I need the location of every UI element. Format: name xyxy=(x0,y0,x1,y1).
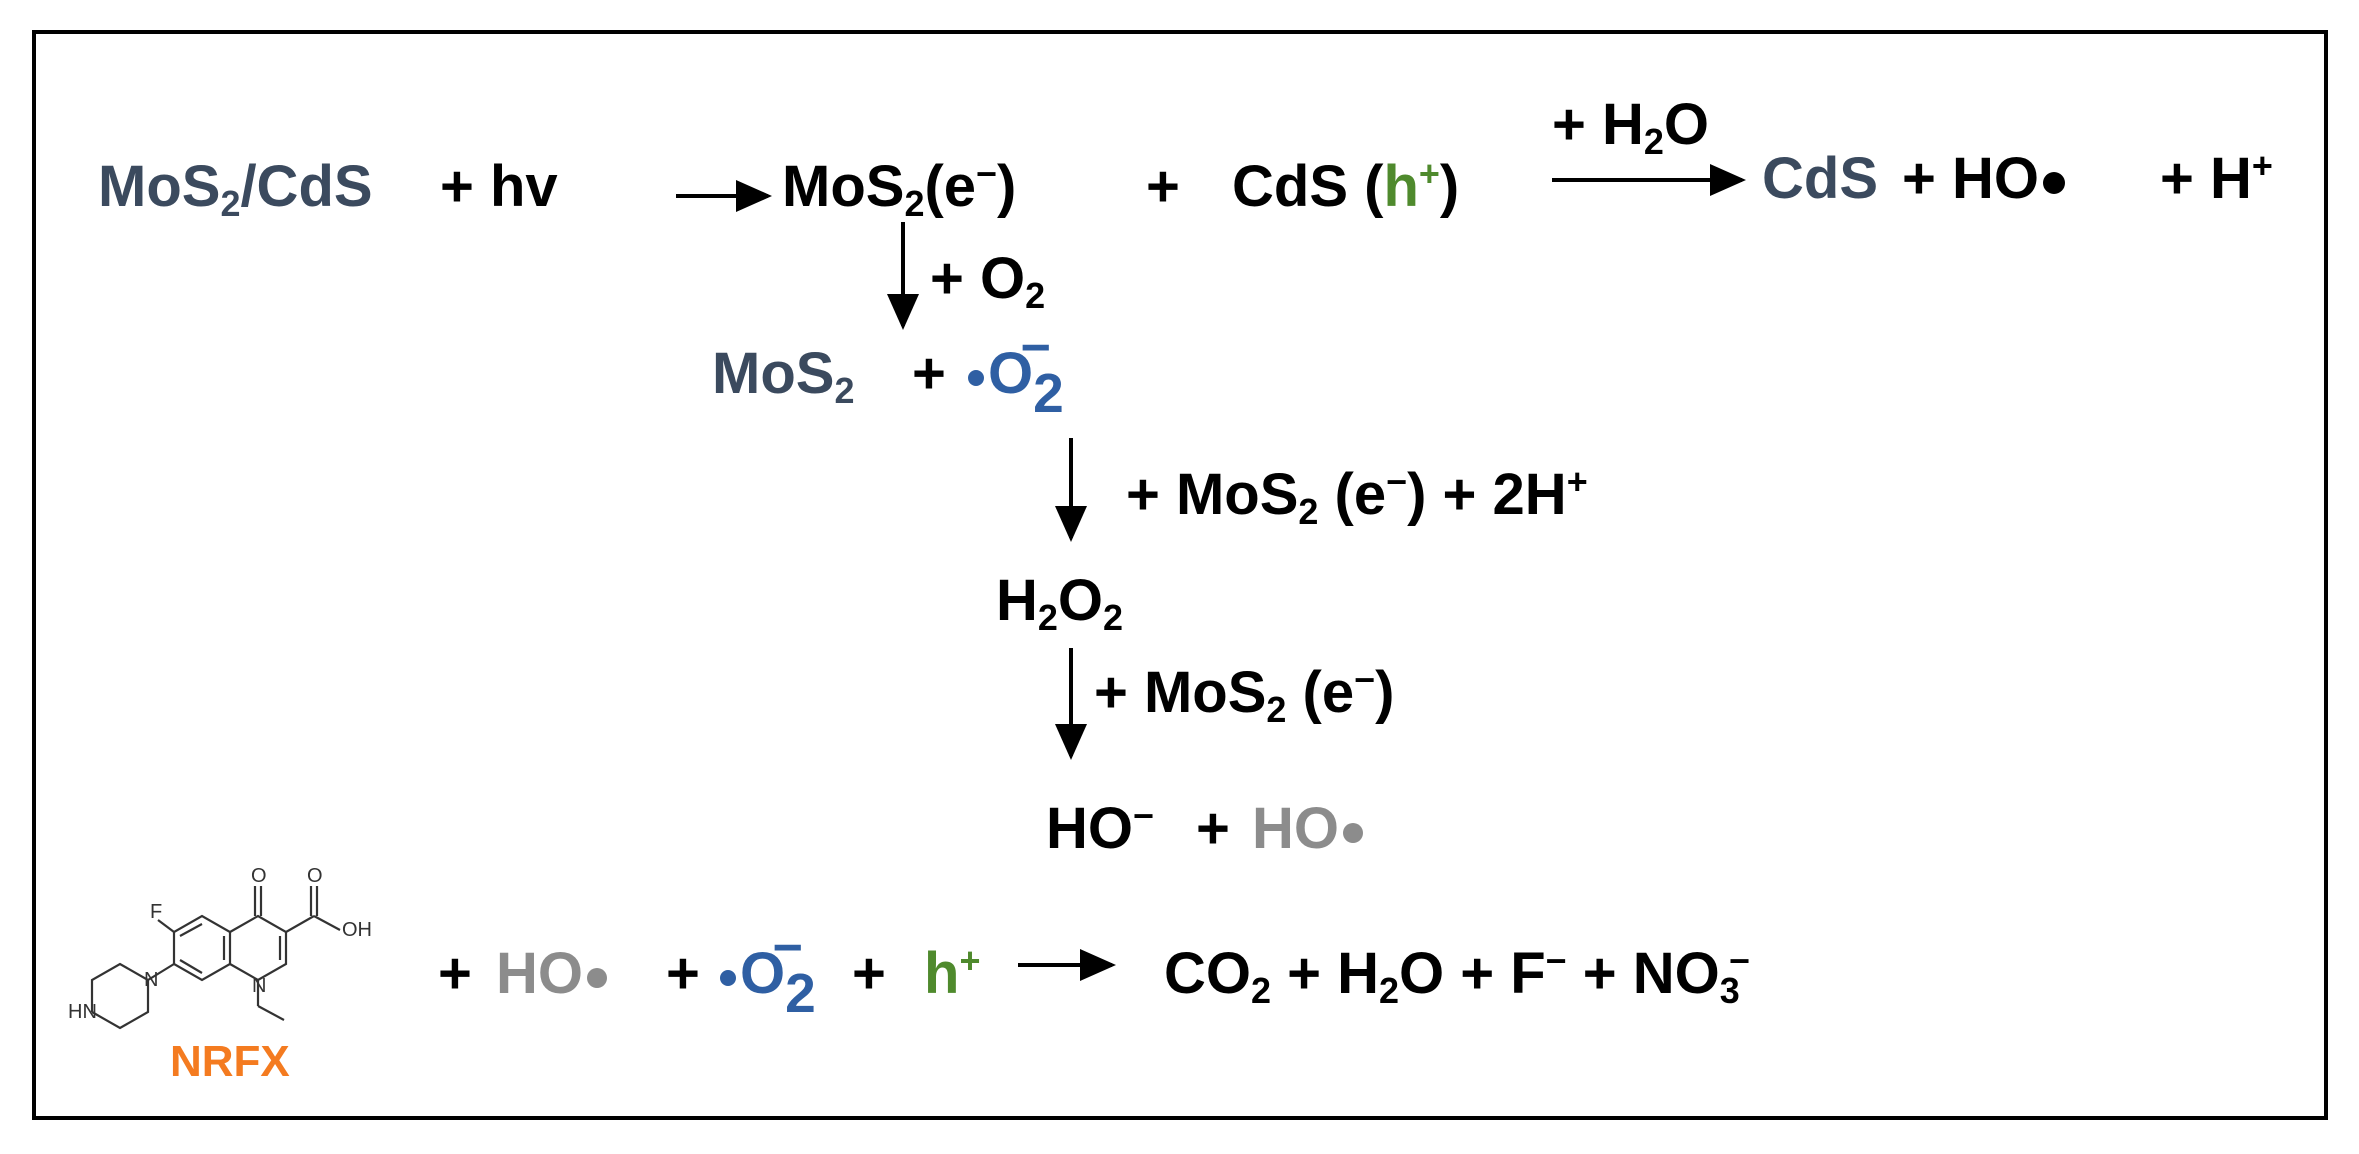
product-ho-minus: HO− xyxy=(1046,795,1154,861)
svg-text:HN: HN xyxy=(68,1001,97,1023)
svg-text:N: N xyxy=(144,969,158,991)
product-cds: CdS xyxy=(1762,146,1878,211)
reactant-mos2-cds: MoS2/CdS xyxy=(98,154,373,225)
svg-text:OH: OH xyxy=(342,919,372,941)
radical-dot xyxy=(2043,171,2065,194)
cds-hole: CdS (h+) xyxy=(1232,153,1460,219)
radical-dot xyxy=(1343,822,1363,843)
final-plus-1: + xyxy=(438,941,472,1006)
condition-plus-h2o: + H2O xyxy=(1552,92,1709,163)
final-products: CO2 + H2O + F− + NO3− xyxy=(1164,940,1750,1012)
condition-plus-o2: + O2 xyxy=(930,246,1046,317)
radical-dot xyxy=(968,369,984,386)
product-h2o2: H2O2 xyxy=(996,568,1124,639)
superoxide-radical: O2− xyxy=(968,321,1064,421)
svg-text:F: F xyxy=(150,901,162,923)
radical-dot xyxy=(587,967,607,988)
mos2-electron: MoS2(e−) xyxy=(782,153,1017,225)
svg-text:O: O xyxy=(251,865,267,887)
plus-hv: + hv xyxy=(440,154,558,219)
nrfx-molecule: F O O OH N N HN xyxy=(68,865,372,1030)
plus-sign: + xyxy=(1146,154,1180,219)
product-h-plus: + H+ xyxy=(2160,145,2273,211)
plus-sign-4: + xyxy=(1196,796,1230,861)
nrfx-label: NRFX xyxy=(170,1037,290,1086)
radical-dot xyxy=(720,969,736,986)
svg-text:O: O xyxy=(307,865,323,887)
final-ho-radical: HO xyxy=(496,945,607,1003)
product-ho-radical: + HO xyxy=(1902,150,2065,208)
final-superoxide: O2− xyxy=(720,921,816,1021)
diagram-frame xyxy=(32,30,2328,1120)
final-hole: h+ xyxy=(924,940,981,1006)
final-plus-2: + xyxy=(666,941,700,1006)
svg-text:N: N xyxy=(252,975,266,997)
product-mos2: MoS2 xyxy=(712,341,855,412)
final-plus-3: + xyxy=(852,941,886,1006)
condition-mos2-electron: + MoS2 (e−) xyxy=(1094,659,1395,731)
condition-mos2-2h: + MoS2 (e−) + 2H+ xyxy=(1126,461,1588,533)
product-ho-radical-gray: HO xyxy=(1252,800,1363,858)
plus-sign-2: + xyxy=(912,341,946,406)
